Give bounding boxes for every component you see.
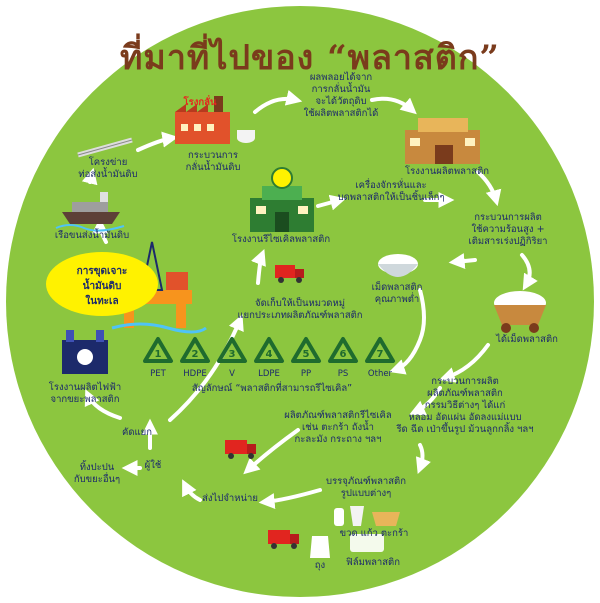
packaging-label: บรรจุภัณฑ์พลาสติก รูปแบบต่างๆ [326,476,406,499]
bottle-glass-basket-label: ขวด แก้ว ตะกร้า [339,528,409,539]
recycle-factory-icon [250,167,314,232]
truck-icon-top [275,265,304,283]
refinery-icon [175,96,255,144]
plastic-bag-icon [310,536,330,558]
arrow-lowquality-to-machine [388,288,426,375]
sort-label: คัดแยก [122,427,152,438]
recycle-factory-label: โรงงานรีไซเคิลพลาสติก [231,234,331,245]
recycle-number: 2 [192,349,199,360]
tanker-ship-icon [55,192,125,232]
plastic-pellets-label: ได้เม็ดพลาสติก [496,334,558,345]
recycled-products-label: ผลิตภัณฑ์พลาสติกรีไซเคิล เช่น ตะกร้า ถัง… [284,410,392,445]
pellet-bowl-icon [378,254,418,277]
recycle-triangle-icon [365,337,395,363]
arrow-down-to-packaging [415,443,431,474]
recycle-symbol-pp: 5PP [291,337,321,379]
drilling-label: การขุดเจาะ น้ำมันดิบ ในทะเล [76,266,128,307]
recycle-code-label: PET [150,369,166,379]
recycle-number: 5 [303,349,310,360]
recycle-code-label: PS [338,369,349,379]
arrow-byproduct-to-factory [370,96,417,115]
recycle-code-label: PP [301,369,311,379]
film-label: ฟิล์มพลาสติก [346,557,400,568]
cup-icon [350,506,364,526]
bottle-icon [334,508,344,526]
recycle-number: 3 [229,349,236,360]
arrow-factory-to-production [476,170,502,207]
pipeline-label: โครงข่าย ท่อส่งน้ำมันดิบ [78,157,138,180]
arrow-recycled-to-sort [243,428,300,475]
arrow-refinery-to-byproduct [253,89,303,114]
recycle-triangle-icon [328,337,358,363]
recycle-code-label: V [229,369,235,379]
recycle-caption: สัญลักษณ์ “พลาสติกที่สามารถรีไซเคิล” [191,383,353,394]
arrow-sort-to-collect [168,314,244,422]
recycle-triangle-icon [254,337,284,363]
distribute-label: ส่งไปจำหน่าย [202,493,258,504]
arrow-pipeline-to-refinery [136,131,179,152]
basket-icon [372,512,400,526]
machine-label: เครื่องจักรหั่นและ บดพลาสติกให้เป็นชิ้นเ… [337,180,445,203]
collect-label: จัดเก็บให้เป็นหมวดหมู่ แยกประเภทผลิตภัณฑ… [237,298,363,321]
recycle-code-label: Other [368,369,393,379]
product-process-label: กระบวนการผลิต ผลิตภัณฑ์พลาสติก กรรมวิธีต… [396,376,534,435]
plastic-factory-label: โรงงานผลิตพลาสติก [404,166,489,177]
byproduct-label: ผลพลอยได้จาก การกลั่นน้ำมัน จะได้วัตถุดิ… [303,72,379,119]
recycle-code-label: HDPE [183,369,206,379]
drilling-bubble: การขุดเจาะ น้ำมันดิบ ในทะเล [46,252,158,316]
arrow-sort-to-powerplant [84,389,122,420]
arrow-distribute-to-user [182,479,202,502]
recycle-triangle-icon [180,337,210,363]
power-plant-label: โรงงานผลิตไฟฟ้า จากขยะพลาสติก [48,382,122,405]
low-quality-pellets-label: เม็ดพลาสติก คุณภาพต่ำ [371,282,423,305]
arrow-ship-to-pipeline [81,167,98,186]
recycle-number: 1 [155,349,162,360]
flow-arrows [81,89,538,510]
recycle-code-label: LDPE [258,369,280,379]
arrow-packaging-to-distribute [258,488,322,510]
user-label: ผู้ใช้ [144,460,162,471]
plastic-factory-icon [405,118,480,164]
truck-icon-middle [225,440,256,459]
truck-icon-bottom [268,530,299,549]
bag-label: ถุง [314,560,326,571]
recycle-symbol-v: 3V [217,337,247,379]
discard-label: ทิ้งปะปน กับขยะอื่นๆ [73,462,121,485]
arrow-production-to-pellets [520,253,538,291]
recycle-number: 4 [266,349,273,360]
recycle-triangle-icon [217,337,247,363]
recycle-triangle-icon [143,337,173,363]
production-process-label: กระบวนการผลิต ใช้ความร้อนสูง + เติมสารเร… [468,212,548,247]
refinery-label: โรงกลั่น [183,97,217,108]
arrow-collect-to-recycle [251,249,266,285]
ship-label: เรือขนส่งน้ำมันดิบ [54,230,130,241]
pellet-cart-icon [494,291,546,333]
arrow-pellets-to-productprocess [438,343,490,383]
page-title: ที่มาที่ไปของ “พลาสติก” [120,38,500,78]
arrow-drilling-to-ship [92,217,109,244]
recycle-number: 7 [377,349,384,360]
recycle-symbol-ps: 6PS [328,337,358,379]
arrow-product-to-recycledproducts [409,386,442,416]
pipeline-icon [77,137,133,158]
recycle-triangle-icon [291,337,321,363]
recycle-number: 6 [340,349,347,360]
power-plant-icon [62,330,108,374]
arrow-recycle-to-machine [316,194,347,211]
plastic-film-icon [350,534,384,552]
refining-process-label: กระบวนการ กลั่นน้ำมันดิบ [185,150,241,173]
arrow-pellets-to-lowquality [448,253,477,270]
